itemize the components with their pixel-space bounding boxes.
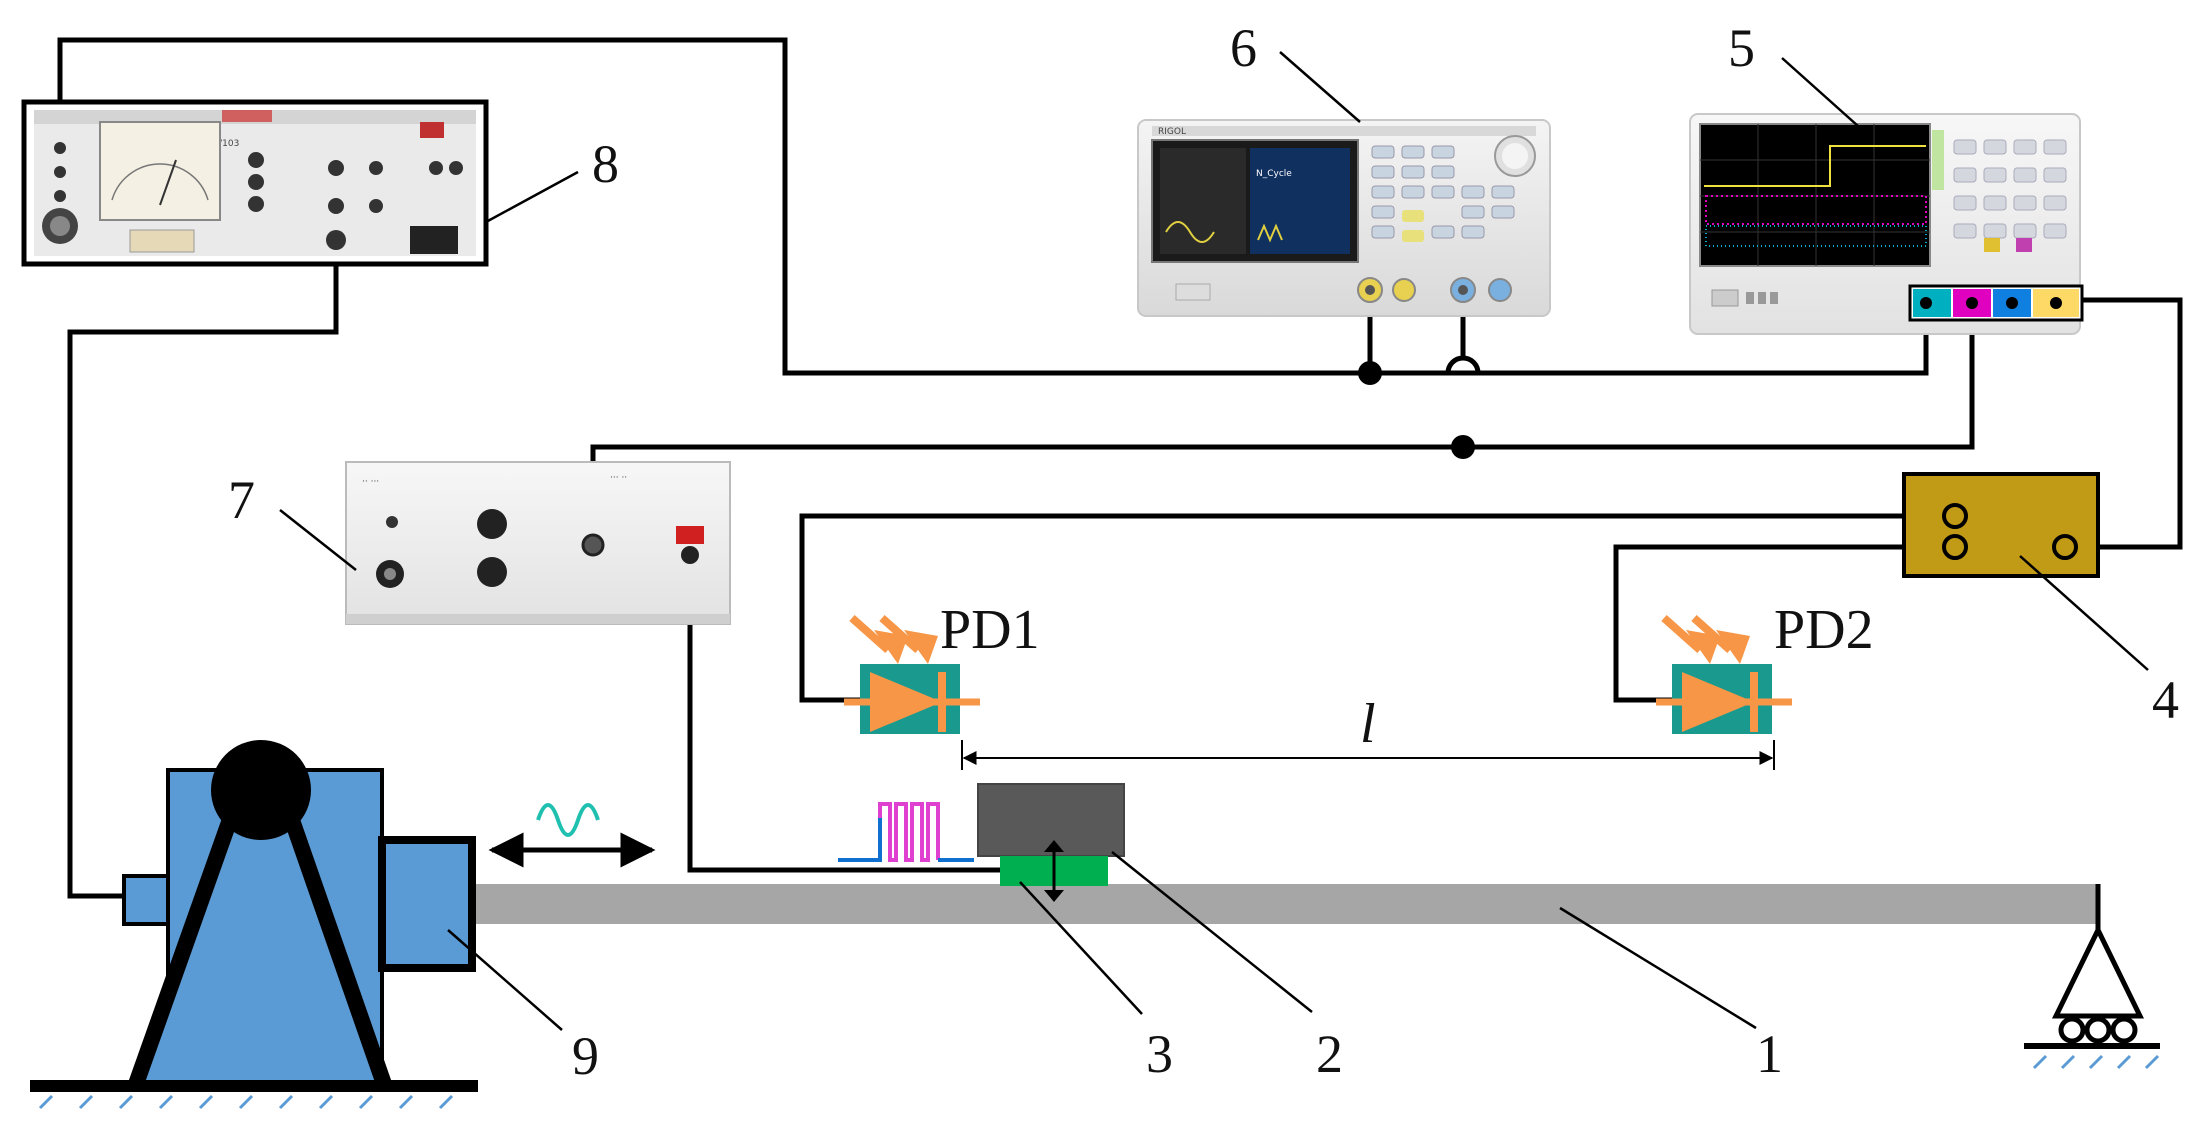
light-rays-icon	[1661, 615, 1750, 664]
generator-display-text: N_Cycle	[1256, 169, 1292, 179]
voltmeter-model-text: LV103	[212, 139, 239, 149]
wire-amplifier-to-actuator	[687, 555, 1000, 873]
label-9: 9	[572, 1026, 599, 1086]
label-1: 1	[1756, 1024, 1783, 1084]
distance-dimension: l	[961, 693, 1775, 770]
wire-voltmeter-to-trigger	[57, 37, 1929, 376]
roller-support-icon	[2024, 884, 2160, 1070]
leader-8	[485, 170, 579, 224]
wire-amplifier-to-scope	[590, 320, 1975, 545]
actuator-3	[1000, 840, 1108, 902]
sine-wave-icon	[536, 803, 600, 837]
label-3: 3	[1146, 1024, 1173, 1084]
leader-3	[1019, 881, 1143, 1015]
wire-crossover-hop	[1445, 355, 1481, 374]
shaker-9	[30, 740, 478, 1110]
ground-hatch-icon	[38, 1094, 454, 1110]
leader-4	[2019, 555, 2149, 671]
pd1-label: PD1	[940, 599, 1040, 661]
leader-1	[1559, 906, 1757, 1030]
oscilloscope-5	[1689, 113, 2084, 335]
leader-6	[1279, 51, 1361, 123]
photodiode-icon	[844, 664, 980, 734]
function-generator-6: RIGOL N_Cycle	[1137, 119, 1551, 317]
voltmeter-8: LV103	[21, 99, 489, 267]
pd2-label: PD2	[1774, 599, 1874, 661]
burst-signal-icon	[838, 802, 974, 862]
junction-dot	[1358, 361, 1382, 385]
mass-block-2	[977, 783, 1125, 857]
wire-voltmeter-to-shaker	[67, 240, 339, 899]
label-6: 6	[1230, 18, 1257, 78]
label-5: 5	[1728, 18, 1755, 78]
leader-9	[447, 929, 563, 1031]
splitter-box-4	[1902, 472, 2100, 578]
power-amplifier-7: ·· ··· ··· ··	[345, 461, 731, 625]
label-8: 8	[592, 134, 619, 194]
leader-2	[1111, 851, 1313, 1013]
junction-dot	[1451, 435, 1475, 459]
beam-1	[472, 884, 2098, 924]
photodiode-pd2: PD2	[1656, 599, 1874, 734]
generator-brand-text: RIGOL	[1158, 127, 1186, 137]
label-4: 4	[2152, 670, 2179, 730]
leader-5	[1781, 57, 1859, 127]
wire-box4-to-pd1	[799, 513, 1942, 703]
label-7: 7	[228, 470, 255, 530]
wire-scope-to-box4	[2065, 297, 2183, 550]
distance-label: l	[1360, 693, 1376, 755]
light-rays-icon	[849, 615, 938, 664]
svg-text:··· ··: ··· ··	[610, 473, 627, 483]
wire-box4-to-pd2	[1613, 544, 1942, 703]
photodiode-pd1: PD1	[844, 599, 1040, 734]
leader-7	[279, 509, 357, 571]
svg-text:·· ···: ·· ···	[362, 477, 379, 487]
label-2: 2	[1316, 1024, 1343, 1084]
photodiode-icon	[1656, 664, 1792, 734]
